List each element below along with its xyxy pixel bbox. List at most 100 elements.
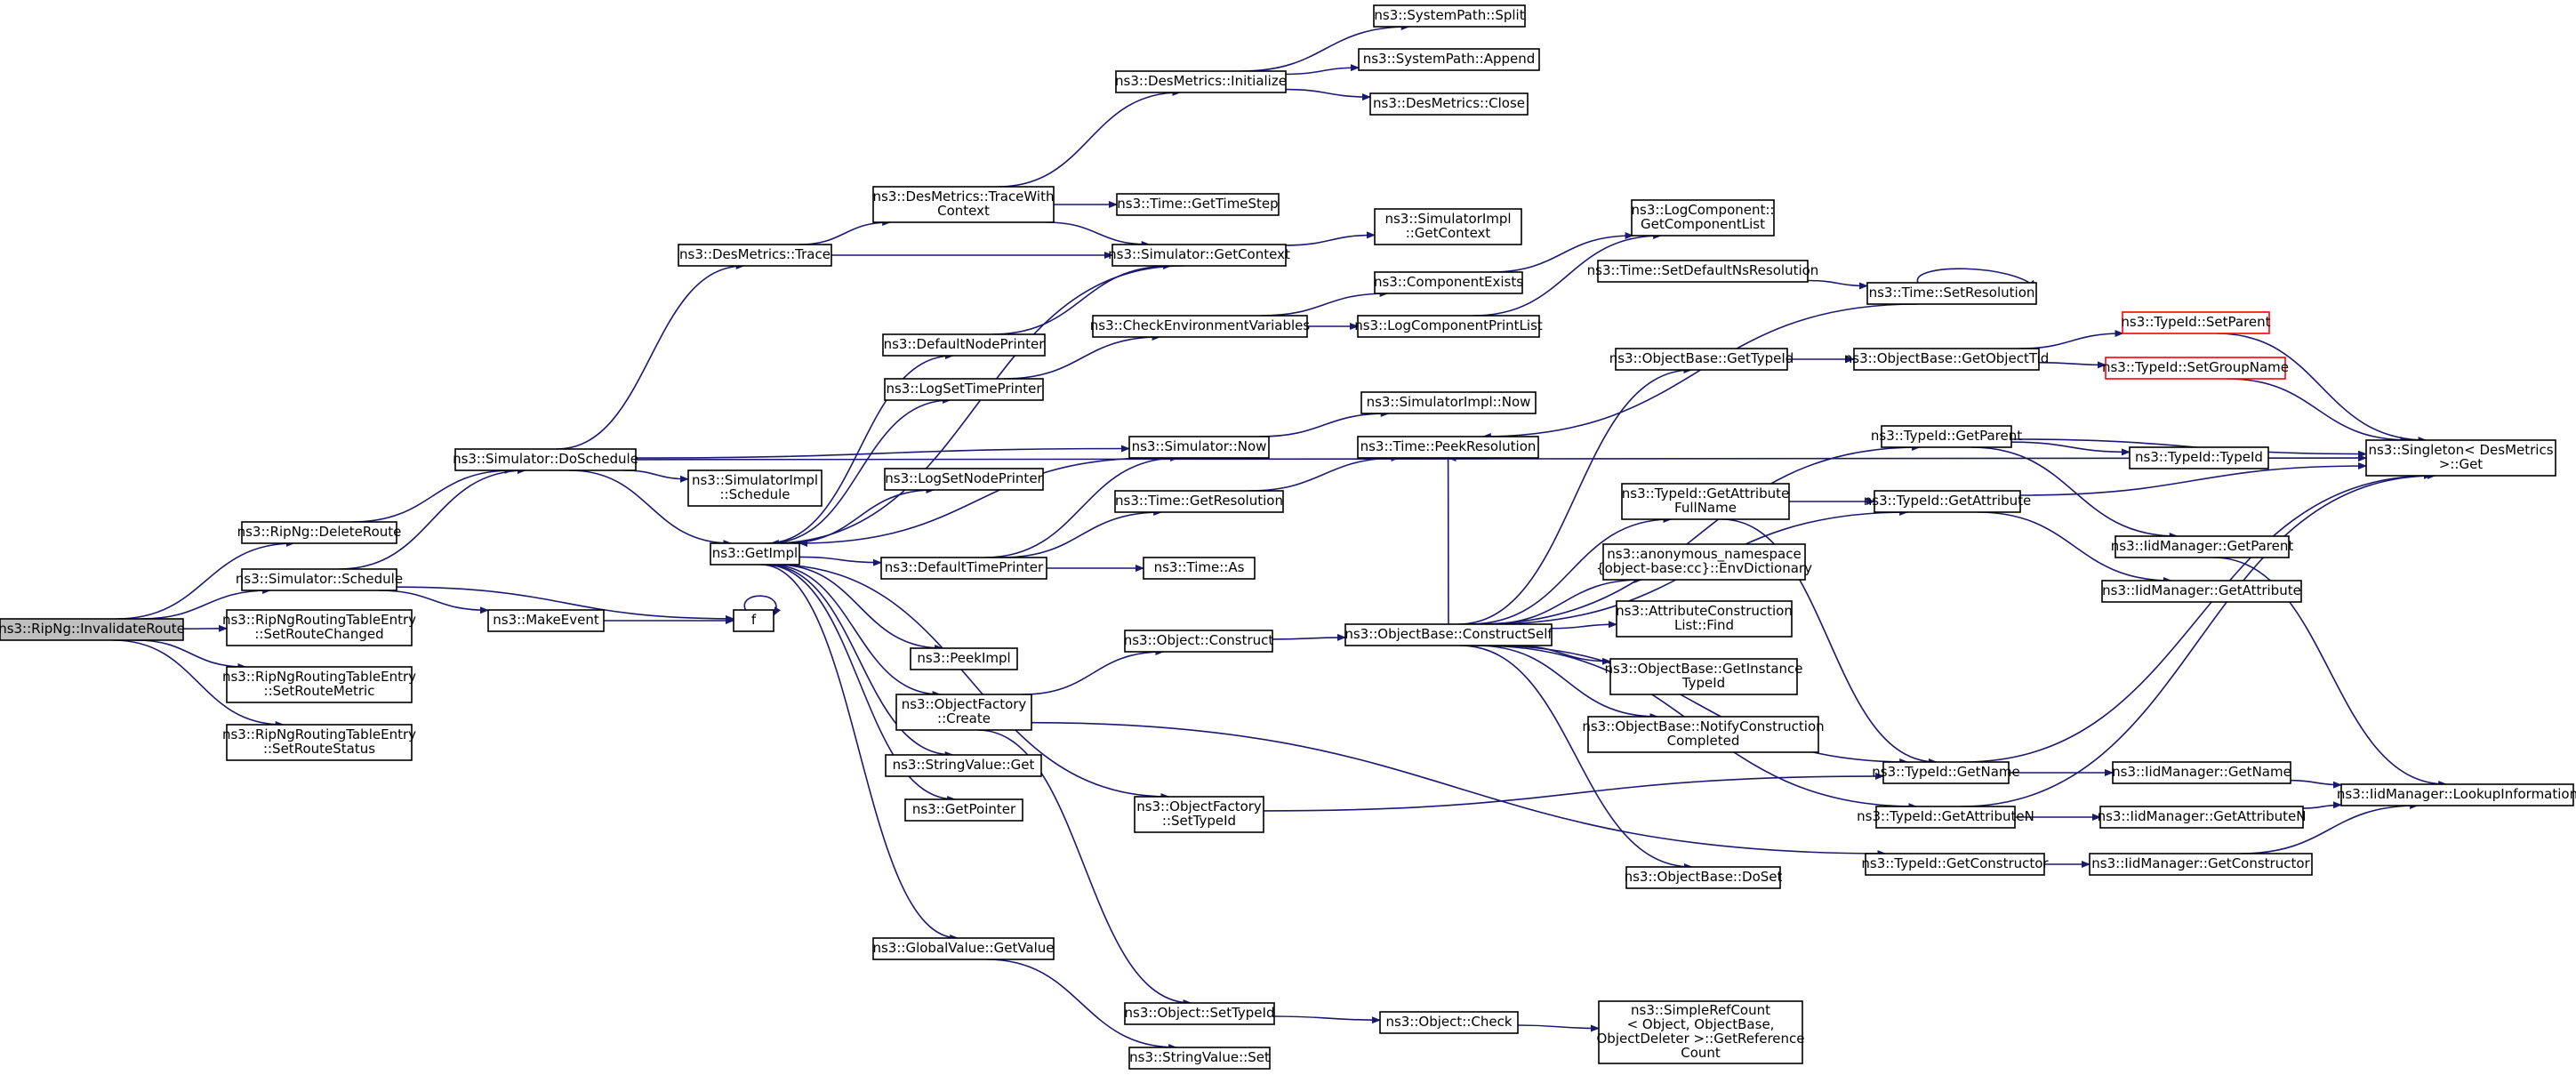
- node-label: ns3::Object::Construct: [1124, 632, 1274, 648]
- node-ofCreate[interactable]: ns3::ObjectFactory::Create: [895, 694, 1032, 731]
- edge-path: [1285, 64, 1360, 76]
- node-tidSetParent[interactable]: ns3::TypeId::SetParent: [2121, 311, 2271, 334]
- node-setRouteMetric[interactable]: ns3::RipNgRoutingTableEntry::SetRouteMet…: [222, 666, 416, 703]
- node-root[interactable]: ns3::RipNg::InvalidateRoute: [0, 618, 185, 641]
- node-timeSetResolution[interactable]: ns3::Time::SetResolution: [1866, 282, 2037, 305]
- node-label: ns3::Time::SetDefaultNsResolution: [1587, 262, 1819, 278]
- node-tidGetAttribute[interactable]: ns3::TypeId::GetAttribute: [1864, 490, 2031, 513]
- edge-path: [1916, 268, 2037, 289]
- edge-desInit-to-spSplit: [1240, 23, 1410, 72]
- node-box: [1881, 425, 2012, 448]
- node-iidLookupInformation[interactable]: ns3::IidManager::LookupInformation: [2337, 783, 2576, 806]
- node-tidSetGroupName[interactable]: ns3::TypeId::SetGroupName: [2102, 357, 2289, 380]
- node-box: [226, 724, 413, 761]
- node-schedule[interactable]: ns3::Simulator::Schedule: [236, 568, 403, 591]
- node-desTrace[interactable]: ns3::DesMetrics::Trace: [678, 244, 832, 267]
- node-deleteRoute[interactable]: ns3::RipNg::DeleteRoute: [237, 521, 402, 544]
- node-objectConstruct[interactable]: ns3::Object::Construct: [1124, 630, 1274, 653]
- node-timeGetResolution[interactable]: ns3::Time::GetResolution: [1114, 490, 1284, 513]
- edge-path: [1248, 454, 1400, 492]
- edge-globalValueGetValue-to-stringValueSet: [986, 959, 1178, 1051]
- node-objectCheck[interactable]: ns3::Object::Check: [1379, 1011, 1519, 1034]
- node-obGetObjectTid[interactable]: ns3::ObjectBase::GetObjectTid: [1844, 348, 2049, 371]
- node-setRouteStatus[interactable]: ns3::RipNgRoutingTableEntry::SetRouteSta…: [222, 724, 416, 761]
- edge-obConstructSelf-to-tidGetName: [1487, 645, 1909, 766]
- node-simImplNow[interactable]: ns3::SimulatorImpl::Now: [1360, 391, 1537, 414]
- node-simImplGetContext[interactable]: ns3::SimulatorImpl::GetContext: [1374, 208, 1522, 245]
- node-iidGetParent[interactable]: ns3::IidManager::GetParent: [2111, 535, 2294, 558]
- node-label: ns3::Object::Check: [1385, 1014, 1512, 1030]
- edge-tidGetAttributeFullName-to-tidGetName: [1721, 518, 1938, 766]
- node-iidGetAttributeN[interactable]: ns3::IidManager::GetAttributeN: [2098, 806, 2307, 829]
- node-obGetTypeId[interactable]: ns3::ObjectBase::GetTypeId: [1609, 348, 1794, 371]
- node-setRouteChanged[interactable]: ns3::RipNgRoutingTableEntry::SetRouteCha…: [222, 609, 416, 646]
- node-makeEvent[interactable]: ns3::MakeEvent: [487, 609, 605, 632]
- node-logComponentPrintList[interactable]: ns3::LogComponentPrintList: [1354, 315, 1543, 338]
- node-iidGetAttribute[interactable]: ns3::IidManager::GetAttribute: [2101, 580, 2302, 603]
- node-doSchedule[interactable]: ns3::Simulator::DoSchedule: [453, 448, 638, 471]
- node-simGetContext[interactable]: ns3::Simulator::GetContext: [1108, 244, 1290, 267]
- edge-path: [1258, 410, 1390, 437]
- node-checkEnvVars[interactable]: ns3::CheckEnvironmentVariables: [1090, 315, 1311, 338]
- node-obConstructSelf[interactable]: ns3::ObjectBase::ConstructSelf: [1344, 623, 1553, 646]
- node-obNotifyConstruction[interactable]: ns3::ObjectBase::NotifyConstructionCompl…: [1582, 716, 1825, 753]
- node-simImplSchedule[interactable]: ns3::SimulatorImpl::Schedule: [687, 469, 823, 507]
- node-defaultTimePrinter[interactable]: ns3::DefaultTimePrinter: [880, 557, 1047, 580]
- node-componentExists[interactable]: ns3::ComponentExists: [1374, 271, 1523, 294]
- node-globalValueGetValue[interactable]: ns3::GlobalValue::GetValue: [872, 937, 1055, 960]
- node-label: ns3::GetPointer: [912, 801, 1016, 817]
- node-getTimeStep[interactable]: ns3::Time::GetTimeStep: [1116, 193, 1280, 216]
- node-box: [1124, 630, 1273, 653]
- node-timeSetDefaultNs[interactable]: ns3::Time::SetDefaultNsResolution: [1587, 260, 1819, 283]
- node-box: [1874, 490, 2021, 513]
- node-tidGetConstructor[interactable]: ns3::TypeId::GetConstructor: [1861, 853, 2049, 876]
- node-tidGetName[interactable]: ns3::TypeId::GetName: [1872, 761, 2020, 784]
- node-ofSetTypeId[interactable]: ns3::ObjectFactory::SetTypeId: [1134, 796, 1264, 833]
- node-objectSetTypeId[interactable]: ns3::Object::SetTypeId: [1124, 1002, 1275, 1025]
- node-logSetNodePrinter[interactable]: ns3::LogSetNodePrinter: [884, 468, 1044, 491]
- node-box: [1379, 1011, 1519, 1034]
- node-tidGetParent[interactable]: ns3::TypeId::GetParent: [1871, 425, 2022, 448]
- node-simNow[interactable]: ns3::Simulator::Now: [1128, 436, 1270, 459]
- node-peekImpl[interactable]: ns3::PeekImpl: [910, 647, 1018, 670]
- node-tidGetAttributeN[interactable]: ns3::TypeId::GetAttributeN: [1857, 806, 2034, 829]
- node-getPointer[interactable]: ns3::GetPointer: [904, 798, 1023, 822]
- node-iidGetName[interactable]: ns3::IidManager::GetName: [2112, 761, 2291, 784]
- node-box: [1866, 282, 2037, 305]
- node-label: ns3::ObjectFactory: [902, 696, 1027, 712]
- node-desClose[interactable]: ns3::DesMetrics::Close: [1369, 92, 1529, 116]
- node-tidTypeId[interactable]: ns3::TypeId::TypeId: [2129, 446, 2269, 469]
- node-box: [1616, 600, 1793, 638]
- node-desInit[interactable]: ns3::DesMetrics::Initialize: [1115, 70, 1287, 93]
- node-iidGetConstructor[interactable]: ns3::IidManager::GetConstructor: [2089, 853, 2313, 876]
- node-f[interactable]: f: [733, 609, 774, 632]
- node-box: [882, 333, 1046, 357]
- node-label: ns3::StringValue::Get: [893, 757, 1035, 773]
- node-box: [1853, 348, 2040, 371]
- node-stringValueSet[interactable]: ns3::StringValue::Set: [1128, 1047, 1271, 1070]
- edge-getImpl-to-defaultNodePrinter: [765, 352, 954, 544]
- node-box: [1116, 193, 1280, 216]
- edge-desInit-to-spAppend: [1285, 64, 1360, 76]
- node-envDictionary[interactable]: ns3::anonymous_namespace{object-base:cc}…: [1596, 543, 1812, 581]
- node-spSplit[interactable]: ns3::SystemPath::Split: [1373, 4, 1526, 28]
- node-timePeekResolution[interactable]: ns3::Time::PeekResolution: [1357, 436, 1539, 459]
- node-obDoSet[interactable]: ns3::ObjectBase::DoSet: [1625, 866, 1783, 889]
- edge-schedule-to-makeEvent: [378, 590, 489, 614]
- node-simpleRefCount[interactable]: ns3::SimpleRefCount< Object, ObjectBase,…: [1596, 1000, 1805, 1064]
- node-timeAs[interactable]: ns3::Time::As: [1143, 557, 1256, 580]
- node-logSetTimePrinter[interactable]: ns3::LogSetTimePrinter: [884, 378, 1044, 401]
- node-stringValueGet[interactable]: ns3::StringValue::Get: [885, 754, 1042, 777]
- node-defaultNodePrinter[interactable]: ns3::DefaultNodePrinter: [882, 333, 1046, 357]
- edge-path: [635, 445, 1130, 459]
- node-singletonGet[interactable]: ns3::Singleton< DesMetrics >::Get: [2365, 439, 2556, 477]
- node-getImpl[interactable]: ns3::GetImpl: [710, 542, 800, 566]
- node-spAppend[interactable]: ns3::SystemPath::Append: [1358, 48, 1540, 71]
- node-logCompGetList[interactable]: ns3::LogComponent::GetComponentList: [1631, 199, 1775, 237]
- edge-path: [984, 454, 1180, 558]
- node-box: [1609, 658, 1798, 695]
